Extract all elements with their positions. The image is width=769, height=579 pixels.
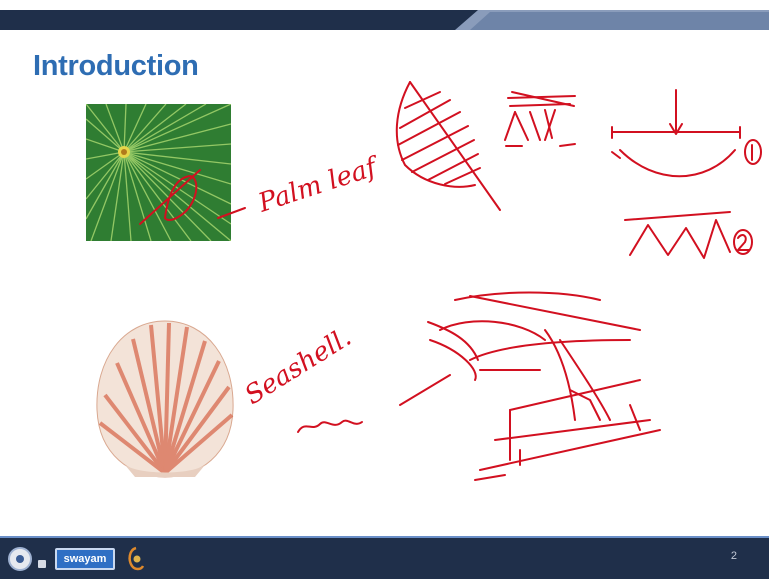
footer-divider (0, 536, 769, 538)
svg-text:Palm leaf: Palm leaf (254, 151, 384, 219)
nptel-logo-icon (126, 546, 146, 572)
slide-title: Introduction (33, 50, 199, 83)
seashell-sketch (298, 293, 660, 481)
seashell-image (95, 315, 235, 480)
top-header-bar (0, 0, 769, 30)
institute-logo-icon (8, 547, 32, 571)
svg-text:Seashell.: Seashell. (240, 322, 357, 411)
footer-bar: swayam 2 (0, 536, 769, 579)
swayam-prefix-icon (38, 560, 46, 568)
page-number: 2 (731, 550, 737, 562)
truss-sketches (505, 90, 761, 258)
swayam-logo: swayam (55, 548, 115, 570)
palm-leaf-image (86, 104, 231, 241)
